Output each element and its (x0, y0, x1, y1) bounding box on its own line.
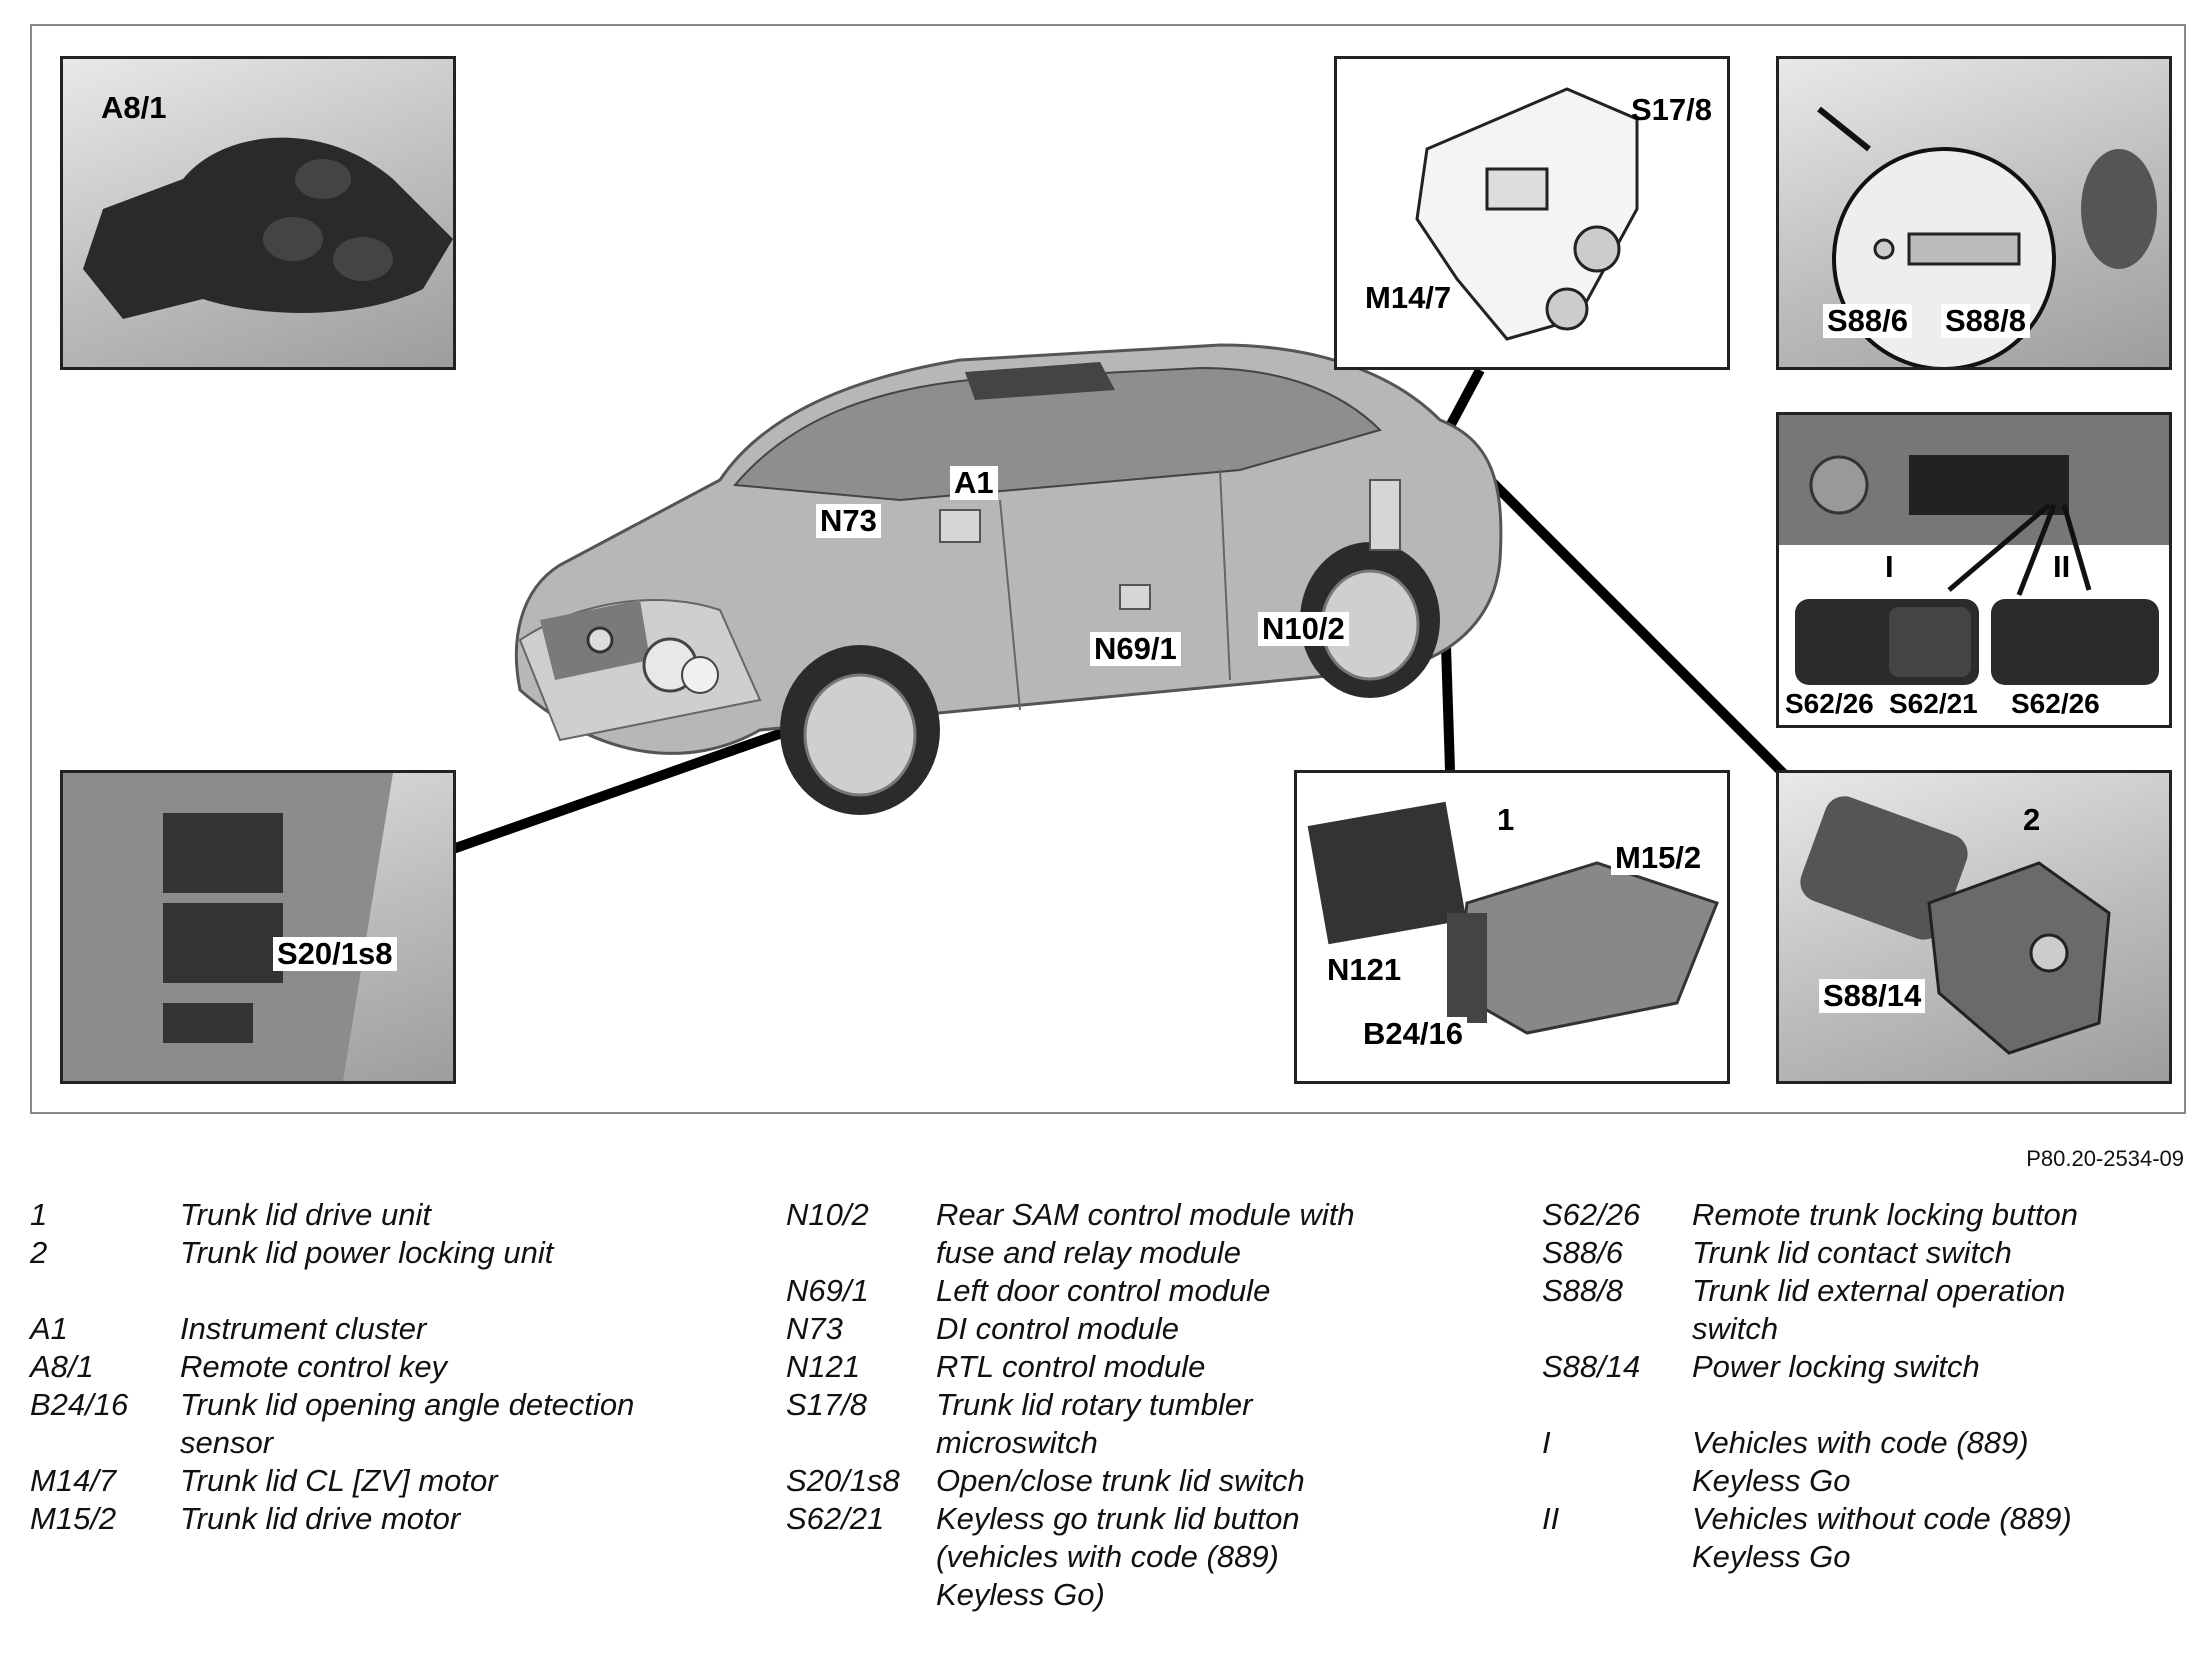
leader-to-locking-unit (1476, 466, 1789, 779)
label-s62-21: S62/21 (1885, 687, 1982, 721)
door-switch-icon (63, 773, 393, 1081)
label-s62-26-left: S62/26 (1781, 687, 1878, 721)
panel-trunk-handle: S88/6 S88/8 (1776, 56, 2172, 370)
panel-door-switch: S20/1s8 (60, 770, 456, 1084)
label-m14-7: M14/7 (1365, 280, 1452, 315)
label-a8-1: A8/1 (101, 90, 167, 125)
panel-locking-unit: 2 S88/14 (1776, 770, 2172, 1084)
remote-key-icon (83, 137, 453, 319)
panel-drive-unit: 1 M15/2 N121 B24/16 (1294, 770, 1730, 1084)
label-roman-2: II (2049, 550, 2075, 584)
label-unit-2: 2 (2023, 802, 2041, 837)
label-roman-1: I (1881, 550, 1898, 584)
label-n69-1: N69/1 (1090, 632, 1181, 666)
panel-remote-key: A8/1 (60, 56, 456, 370)
figure-reference: P80.20-2534-09 (2026, 1146, 2184, 1171)
panel-keyless-buttons: I II S62/26 S62/21 S62/26 (1776, 412, 2172, 728)
drive-unit-icon (1307, 801, 1719, 1035)
label-unit-1: 1 (1497, 802, 1515, 837)
instrument-cluster-shape (939, 509, 981, 543)
label-a1: A1 (950, 466, 998, 500)
label-n121: N121 (1323, 953, 1406, 987)
label-n73: N73 (816, 504, 881, 538)
locking-unit-icon (1800, 796, 2111, 1055)
label-s88-6: S88/6 (1823, 304, 1913, 338)
label-s17-8: S17/8 (1631, 92, 1713, 127)
lock-mechanism-icon (1415, 87, 1639, 341)
label-b24-16: B24/16 (1359, 1017, 1467, 1051)
label-s88-8: S88/8 (1941, 304, 2031, 338)
door-module-shape (1119, 584, 1151, 610)
label-m15-2: M15/2 (1611, 841, 1706, 875)
panel-rotary-tumbler: S17/8 M14/7 (1334, 56, 1730, 370)
keyless-buttons-icon (1779, 415, 2169, 685)
label-s20-1s8: S20/1s8 (273, 937, 397, 971)
label-n10-2: N10/2 (1258, 612, 1349, 646)
sam-module-shape (1369, 479, 1401, 551)
label-s88-14: S88/14 (1819, 979, 1926, 1013)
car-body (514, 343, 1503, 815)
label-s62-26-right: S62/26 (2007, 687, 2104, 721)
